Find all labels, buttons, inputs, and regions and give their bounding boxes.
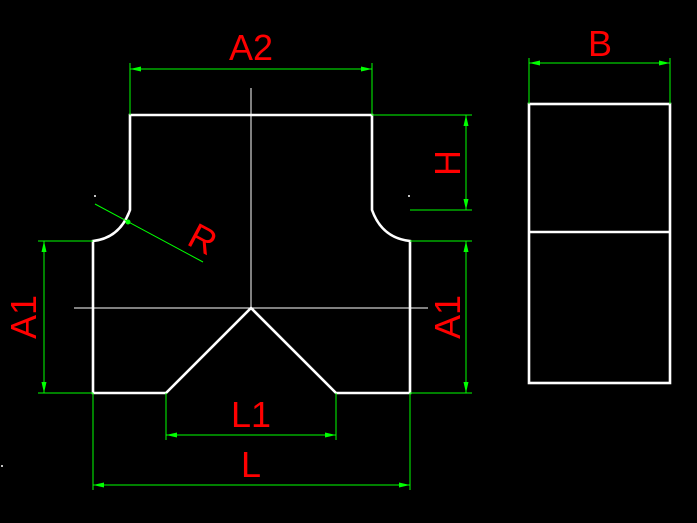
dimension-h: H <box>372 114 472 211</box>
l-label: L <box>241 444 261 485</box>
a1-left-label: A1 <box>3 295 44 339</box>
dimension-b: B <box>528 23 671 104</box>
b-label: B <box>588 23 612 64</box>
tee-side-view <box>527 102 672 385</box>
dimension-l1: L1 <box>165 393 337 440</box>
a1-right-label: A1 <box>427 295 468 339</box>
r-label: R <box>182 215 224 263</box>
dimension-l: L <box>92 393 411 490</box>
dimension-a1-right: A1 <box>410 240 472 394</box>
tee-outline <box>91 113 412 395</box>
tee-front-view <box>74 88 428 395</box>
dimension-r: R <box>94 195 224 263</box>
l1-label: L1 <box>231 394 271 435</box>
h-label: H <box>427 150 468 176</box>
cad-point <box>1 465 3 467</box>
cad-point <box>408 195 410 197</box>
dimension-a1-left: A1 <box>3 240 93 394</box>
side-view-outline <box>527 102 672 385</box>
a2-label: A2 <box>229 27 273 68</box>
dimension-a2: A2 <box>129 27 373 115</box>
